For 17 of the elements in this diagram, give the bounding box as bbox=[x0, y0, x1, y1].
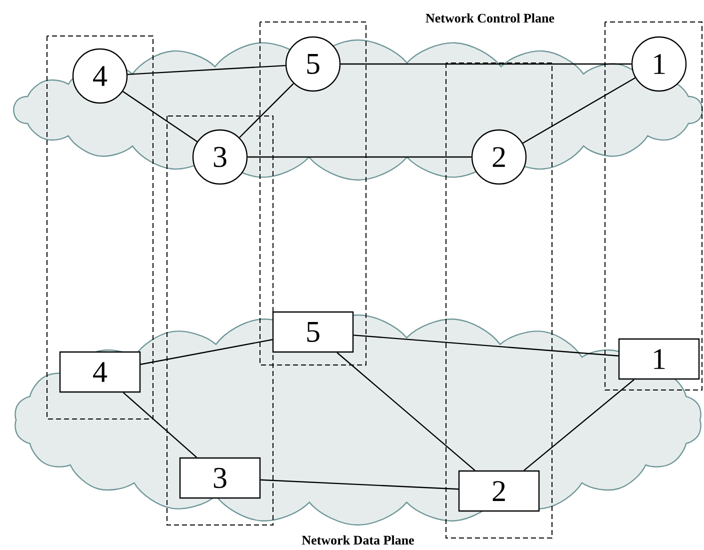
connector-line bbox=[128, 64, 286, 76]
connector-line bbox=[522, 77, 636, 144]
node-box: 2 bbox=[458, 470, 540, 512]
node-label: Network Data Plane bbox=[302, 535, 414, 545]
connector-line bbox=[122, 392, 198, 458]
connector-line bbox=[340, 63, 632, 65]
connector-line bbox=[122, 90, 198, 142]
connector-line bbox=[354, 334, 618, 356]
connector-line bbox=[260, 479, 458, 490]
node-box: 4 bbox=[59, 351, 141, 393]
node-box: 5 bbox=[272, 311, 354, 353]
connector-line bbox=[140, 339, 273, 365]
node-box: 3 bbox=[179, 457, 261, 499]
connector-line bbox=[248, 156, 472, 158]
node-box: 1 bbox=[618, 338, 700, 380]
connector-line bbox=[239, 83, 294, 138]
node-label: Network Control Plane bbox=[426, 13, 554, 23]
